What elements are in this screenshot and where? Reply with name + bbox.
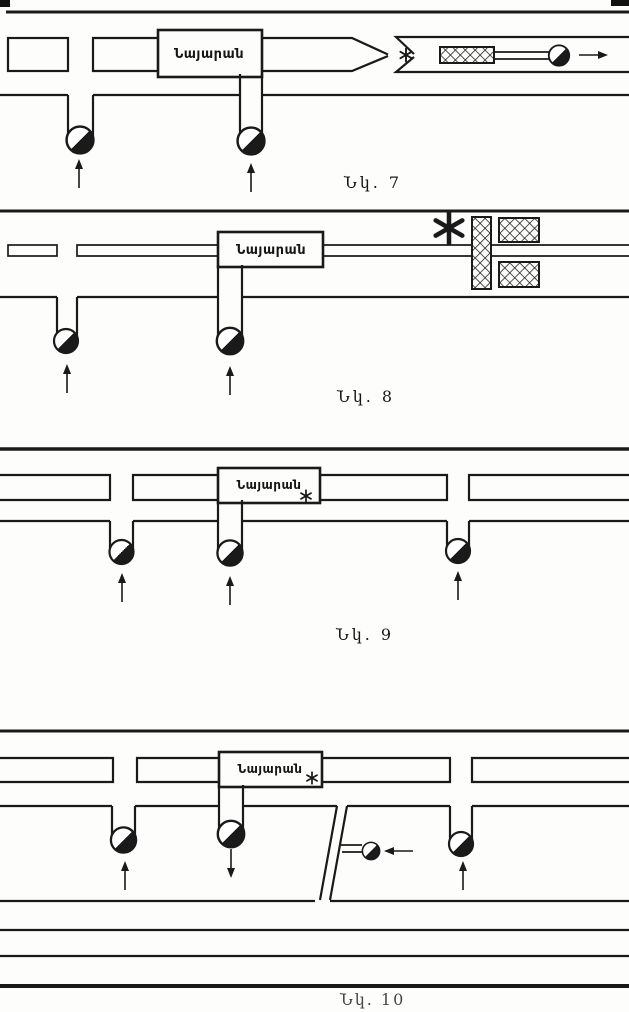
fan-icon [447, 830, 475, 858]
fan-icon [108, 538, 135, 566]
station-label: Նայարան [238, 762, 303, 776]
figure-7: Նայարան Նկ. 7 [0, 10, 629, 193]
figure-caption: Նկ. 8 [336, 387, 395, 406]
figure-caption: Նկ. 7 [343, 173, 402, 192]
fan-icon [547, 44, 571, 67]
drift-segment [492, 244, 629, 257]
airflow-arrow-up [453, 570, 463, 601]
station-box [216, 230, 325, 269]
airflow-arrow-up [117, 572, 127, 603]
airflow-arrow-left [383, 846, 414, 856]
fan-icon [52, 327, 80, 355]
figure-10: Նայարան Նկ. 10 [0, 729, 629, 1009]
figure-8: Նայարան Նկ. 8 [0, 209, 629, 406]
seal-hatch-icon [498, 217, 540, 243]
airflow-arrow-right [578, 50, 609, 60]
figure-caption: Նկ. 9 [335, 625, 394, 644]
fan-icon [65, 125, 95, 155]
scan-speck [611, 0, 629, 6]
drift-segment [320, 473, 449, 502]
drift-segment [131, 473, 218, 502]
fan-icon [216, 819, 246, 849]
fan-icon [216, 539, 244, 567]
seal-hatch-icon [471, 216, 492, 290]
station-box [217, 750, 324, 789]
drift-segment [322, 756, 452, 784]
fan-icon [215, 326, 245, 356]
drift-chevron [262, 36, 389, 73]
seal-hatch-icon [498, 261, 540, 288]
drift-notch [392, 35, 629, 74]
drift-segment [0, 756, 115, 784]
station-label: Նայարան [237, 478, 302, 492]
asterisk-icon [436, 213, 463, 243]
drift-segment [323, 244, 471, 257]
seal-hatch-icon [439, 46, 495, 64]
duct-pipe [341, 844, 362, 853]
drift-segment [470, 756, 629, 784]
fan-icon [444, 537, 472, 565]
airflow-arrow-up [458, 860, 468, 891]
station-label: Նայարան [236, 243, 306, 258]
drift-segment [7, 244, 58, 257]
drift-segment [91, 36, 158, 73]
drift-segment [135, 756, 219, 784]
drift-segment [0, 473, 112, 502]
airflow-arrow-up [62, 363, 72, 394]
inclined-crosscut [318, 805, 349, 901]
station-box [156, 28, 264, 79]
airflow-arrow-down [226, 848, 236, 879]
fan-icon [236, 126, 266, 156]
drift-segment [6, 36, 70, 73]
airflow-arrow-up [74, 158, 84, 189]
airflow-arrow-up [120, 860, 130, 891]
scan-speck [0, 0, 10, 7]
airflow-arrow-up [246, 162, 256, 193]
drift-segment [467, 473, 629, 502]
drift-segment [76, 244, 218, 257]
figure-9: Նայարան Նկ. 9 [0, 447, 629, 644]
figure-caption: Նկ. 10 [339, 990, 405, 1009]
fan-icon [361, 841, 381, 861]
airflow-arrow-up [225, 575, 235, 606]
station-label: Նայարան [174, 47, 244, 62]
fan-icon [109, 826, 138, 854]
duct-pipe [494, 51, 549, 60]
airflow-arrow-up [225, 365, 235, 396]
